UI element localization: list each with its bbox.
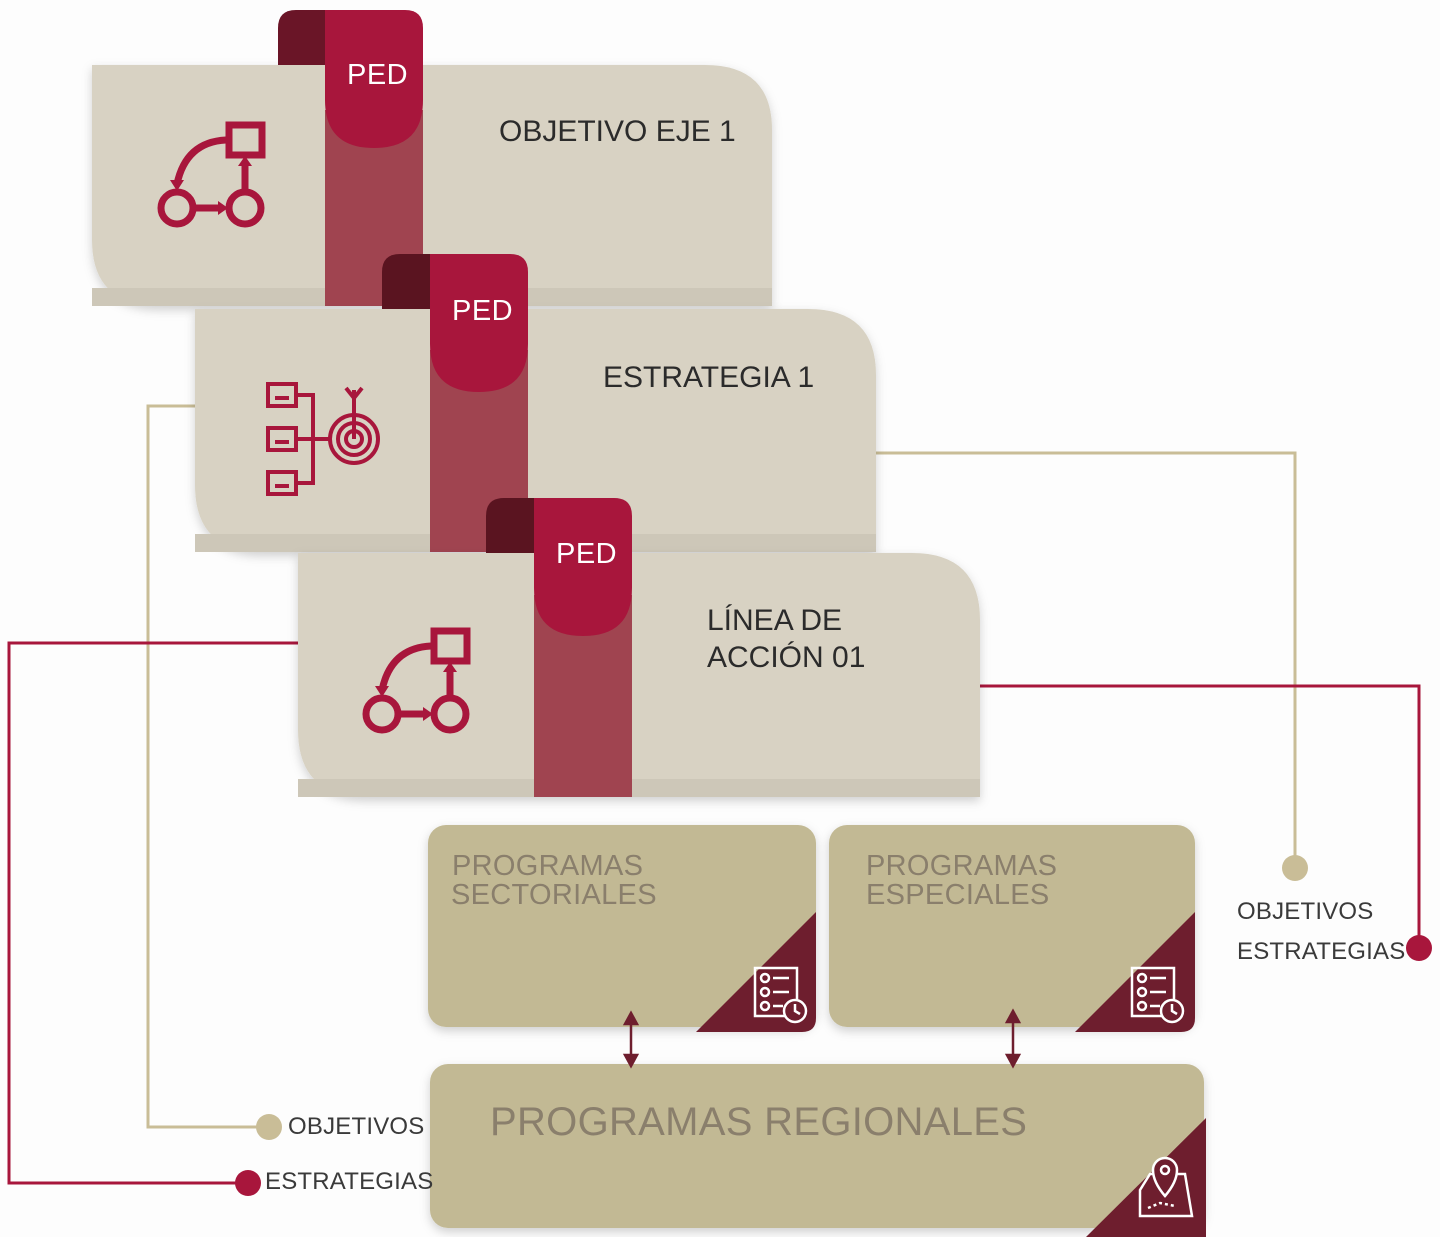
workflow-cycle-icon: [157, 121, 266, 228]
dot-estrategias-right: [1406, 935, 1432, 961]
card-title-objetivo-eje: OBJETIVO EJE 1: [499, 115, 736, 148]
card-title-linea-line1: LÍNEA DE: [707, 604, 843, 637]
label-objetivos-left: OBJETIVOS: [288, 1113, 425, 1140]
program-regionales-title: PROGRAMAS REGIONALES: [490, 1100, 1028, 1144]
program-sectoriales-line1: PROGRAMAS: [452, 850, 644, 882]
checklist-clock-icon: [753, 966, 808, 1024]
card-estrategia: [195, 254, 876, 552]
double-arrow-especiales: [1004, 1008, 1022, 1069]
double-arrow-sectoriales: [622, 1010, 640, 1069]
connector-estrategias-right: [980, 684, 1421, 940]
map-pin-icon: [1138, 1156, 1194, 1218]
workflow-cycle-icon: [362, 627, 471, 734]
workflow-arrowheads-3: [375, 662, 457, 721]
strategy-target-icon: [266, 382, 380, 496]
dot-objetivos-left: [256, 1114, 282, 1140]
dot-estrategias-left: [235, 1170, 261, 1196]
program-especiales-line1: PROGRAMAS: [866, 850, 1058, 882]
dot-objetivos-right: [1282, 855, 1308, 881]
program-box-regionales: [430, 1064, 1206, 1237]
ped-badge-1: PED: [347, 59, 409, 91]
label-objetivos-right: OBJETIVOS: [1237, 898, 1374, 925]
program-especiales-line2: ESPECIALES: [866, 879, 1050, 911]
ped-badge-3: PED: [556, 538, 618, 570]
connector-objetivos-right: [875, 451, 1297, 860]
card-linea-accion: [298, 498, 980, 797]
workflow-arrowheads-1: [170, 156, 252, 215]
checklist-clock-icon: [1130, 966, 1185, 1024]
label-estrategias-left: ESTRATEGIAS: [265, 1168, 434, 1195]
card-title-estrategia: ESTRATEGIA 1: [603, 361, 815, 394]
label-estrategias-right: ESTRATEGIAS: [1237, 938, 1406, 965]
connector-estrategias-left: [7, 641, 300, 1185]
program-sectoriales-line2: SECTORIALES: [451, 879, 657, 911]
connector-lines: [7, 404, 1421, 1185]
connector-objetivos-left: [146, 404, 258, 1129]
ped-badge-2: PED: [452, 295, 514, 327]
card-title-linea-line2: ACCIÓN 01: [707, 641, 866, 674]
